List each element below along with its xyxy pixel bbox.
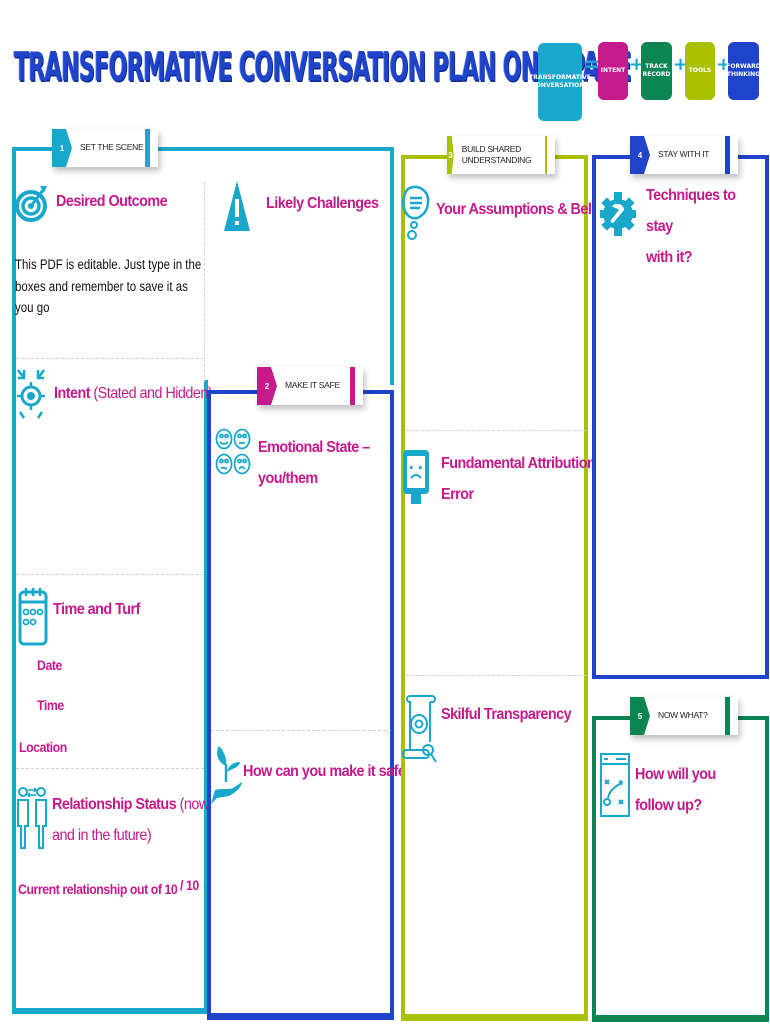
step-1-tab: 1 SET THE SCENE	[52, 129, 158, 167]
make-it-safe-heading: How can you make it safe?	[243, 763, 414, 780]
step-2-tab: 2 MAKE IT SAFE	[257, 367, 363, 405]
equation-term-track-record: TRACK RECORD	[641, 42, 672, 100]
attribution-error-field[interactable]	[406, 515, 584, 665]
date-label: Date	[37, 657, 62, 673]
step-bar	[145, 129, 150, 167]
divider	[204, 182, 205, 382]
emotional-state-field[interactable]	[212, 495, 390, 725]
sad-screen-icon	[403, 450, 429, 504]
location-label: Location	[19, 739, 67, 755]
equals-sign: =	[584, 52, 603, 77]
step-number: 1	[52, 129, 72, 167]
time-label: Time	[37, 697, 64, 713]
divider	[16, 574, 204, 575]
step-label: MAKE IT SAFE	[285, 380, 340, 391]
relationship-status-subtitle-a: (now	[179, 796, 210, 813]
attribution-error-title-a: Fundamental Attribution	[441, 455, 596, 472]
strategy-plan-icon	[600, 753, 630, 817]
likely-challenges-heading: Likely Challenges	[266, 195, 379, 212]
relationship-status-subtitle-b: and in the future)	[52, 827, 152, 845]
desired-outcome-field[interactable]: This PDF is editable. Just type in the b…	[15, 257, 202, 316]
equation-term-tools: TOOLS	[685, 42, 715, 100]
intent-subtitle: (Stated and Hidden)	[93, 385, 213, 402]
relationship-rating-suffix: / 10	[180, 877, 199, 893]
gear-wrench-icon	[600, 192, 636, 236]
relationship-notes-field[interactable]	[16, 905, 204, 1005]
warning-icon	[224, 181, 250, 231]
relationship-status-heading: Relationship Status (now and in the futu…	[52, 789, 209, 851]
panel-stay-with-it	[592, 155, 769, 679]
panel-set-the-scene	[12, 147, 394, 385]
emotional-state-title-b: you/them	[258, 470, 318, 488]
emotional-state-heading: Emotional State – you/them	[258, 432, 370, 494]
intent-target-icon	[17, 369, 45, 419]
divider	[406, 675, 586, 676]
scroll-magnifier-icon	[402, 695, 437, 763]
equation-term-forward-thinking: FORWARD THINKING	[726, 42, 761, 100]
step-number: 5	[630, 697, 650, 735]
equation-result: TRANSFORMATIVE CONVERSATIONS	[529, 43, 591, 121]
date-field[interactable]	[80, 655, 200, 675]
location-field[interactable]	[80, 737, 200, 757]
skilful-transparency-heading: Skilful Transparency	[441, 706, 572, 723]
step-bar	[350, 367, 355, 405]
step-bar	[545, 136, 547, 174]
emotional-state-title-a: Emotional State –	[258, 439, 370, 456]
make-it-safe-field[interactable]	[212, 810, 390, 1010]
techniques-title-b: with it?	[646, 249, 693, 267]
panel-make-it-safe	[207, 390, 394, 1020]
intent-heading: Intent (Stated and Hidden)	[54, 378, 213, 409]
calendar-icon	[18, 588, 48, 646]
plant-in-hand-icon	[211, 746, 242, 804]
attribution-error-heading: Fundamental Attribution Error	[441, 448, 596, 510]
divider	[211, 730, 391, 731]
step-number: 3	[447, 136, 454, 174]
equation-term-intent: INTENT	[598, 42, 628, 100]
plus-sign: +	[629, 54, 645, 75]
step-label: BUILD SHARED UNDERSTANDING	[461, 143, 532, 165]
intent-title: Intent	[54, 385, 90, 402]
skilful-transparency-field[interactable]	[406, 775, 584, 1005]
time-field[interactable]	[80, 695, 200, 715]
thought-bubble-icon	[402, 185, 430, 240]
step-bar	[725, 136, 730, 174]
follow-up-heading: How will you follow up?	[635, 766, 716, 815]
relationship-rating-label: Current relationship out of 10	[18, 881, 178, 897]
techniques-title-a: Techniques to stay	[646, 187, 736, 236]
panel-now-what	[592, 716, 769, 1022]
relationship-status-title: Relationship Status	[52, 796, 177, 813]
step-bar	[725, 697, 730, 735]
assumptions-heading: Your Assumptions & Beliefs	[436, 201, 615, 218]
target-icon	[15, 186, 47, 222]
step-number: 4	[630, 136, 650, 174]
time-and-turf-heading: Time and Turf	[53, 601, 140, 618]
plus-sign: +	[716, 54, 732, 75]
desired-outcome-heading: Desired Outcome	[56, 193, 168, 210]
step-3-tab: 3 BUILD SHARED UNDERSTANDING	[447, 136, 555, 174]
step-label: STAY WITH IT	[658, 149, 710, 160]
relationship-rating-field[interactable]	[152, 876, 180, 896]
follow-up-field[interactable]	[597, 820, 765, 1010]
divider	[16, 358, 204, 359]
step-label: SET THE SCENE	[80, 142, 144, 153]
step-label: NOW WHAT?	[658, 710, 708, 721]
techniques-field[interactable]	[597, 250, 765, 670]
emotions-faces-icon	[215, 428, 251, 475]
step-number: 2	[257, 367, 277, 405]
divider	[16, 768, 204, 769]
relationship-icon	[17, 787, 47, 849]
panel-build-shared-understanding	[401, 155, 588, 1021]
likely-challenges-field[interactable]	[210, 235, 385, 365]
plus-sign: +	[673, 54, 689, 75]
page-title: TRANSFORMATIVE CONVERSATION PLAN ON A PA…	[14, 44, 632, 92]
panel-set-the-scene-lower	[12, 380, 208, 1014]
attribution-error-title-b: Error	[441, 486, 474, 504]
assumptions-field[interactable]	[406, 240, 584, 420]
techniques-heading: Techniques to stay with it?	[646, 180, 758, 274]
step-5-tab: 5 NOW WHAT?	[630, 697, 738, 735]
step-4-tab: 4 STAY WITH IT	[630, 136, 738, 174]
divider	[406, 430, 586, 431]
intent-field[interactable]	[16, 410, 202, 570]
